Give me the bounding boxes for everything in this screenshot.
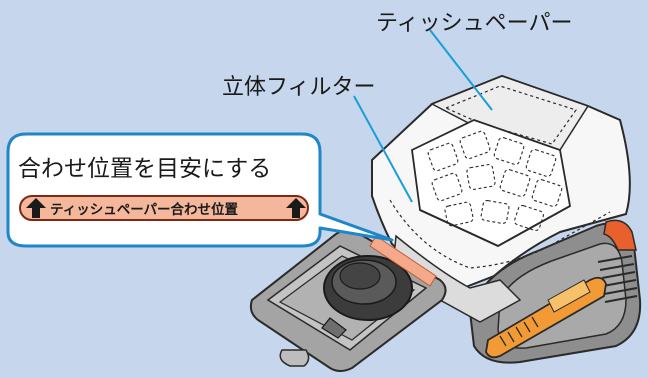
3d-filter bbox=[411, 119, 571, 248]
callout-title: 合わせ位置を目安にする bbox=[18, 156, 271, 182]
filter-leader-line bbox=[353, 95, 413, 203]
up-arrow-icon bbox=[26, 198, 46, 218]
alignment-badge: ティッシュペーパー合わせ位置 bbox=[19, 195, 309, 221]
filter-label: 立体フィルター bbox=[222, 75, 376, 100]
alignment-position-band bbox=[369, 235, 437, 287]
orange-accent-tab bbox=[603, 219, 637, 251]
open-lid-tray bbox=[249, 229, 447, 372]
tissue-leader-line bbox=[429, 29, 493, 111]
up-arrow-icon bbox=[286, 198, 306, 218]
release-lever bbox=[485, 276, 607, 359]
tissue-paper-label: ティッシュペーパー bbox=[376, 11, 572, 36]
callout-box bbox=[6, 132, 394, 248]
badge-text: ティッシュペーパー合わせ位置 bbox=[50, 201, 239, 218]
